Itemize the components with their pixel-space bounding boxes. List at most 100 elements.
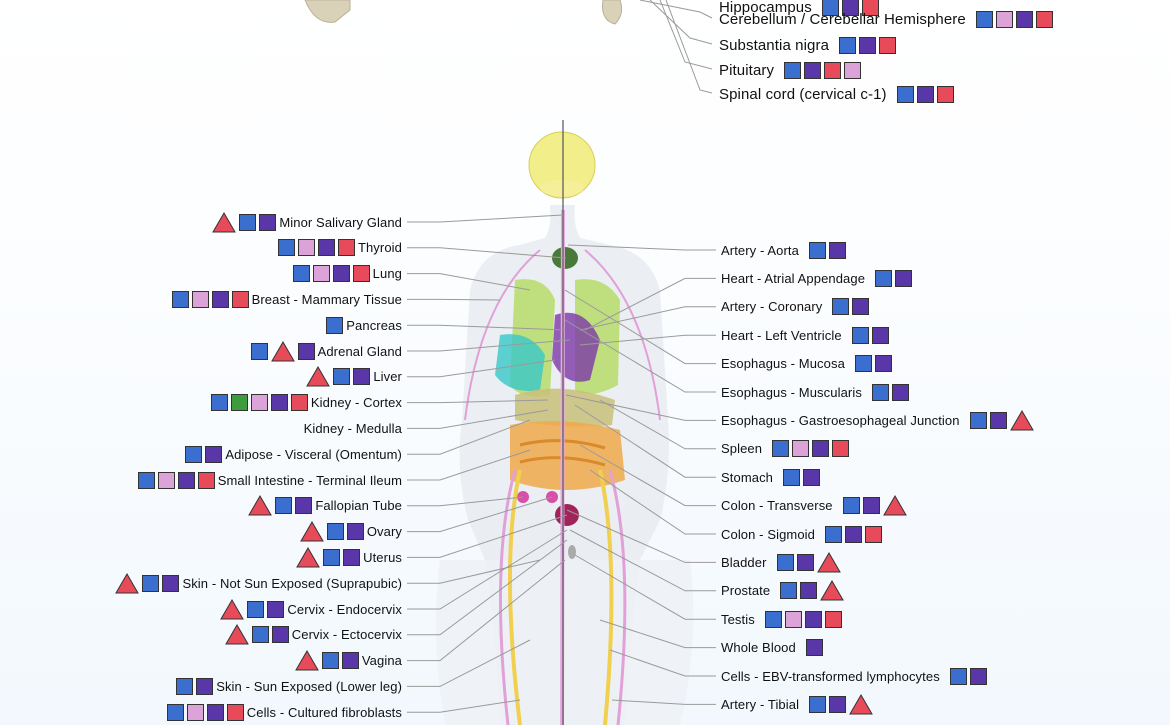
purple-square-icon [803, 468, 821, 486]
top-connector-lines [639, 0, 713, 94]
red-square-icon [879, 36, 897, 54]
purple-square-icon [891, 383, 909, 401]
red-square-icon [861, 0, 879, 16]
pink-square-icon [157, 471, 175, 489]
red-square-icon [337, 239, 355, 257]
purple-square-icon [829, 695, 847, 713]
tissue-markers [839, 36, 897, 54]
tissue-row-pituitary: Pituitary [719, 59, 862, 81]
tissue-row-esophagus-gastroesophageal-junction: Esophagus - Gastroesophageal Junction [721, 409, 1034, 431]
red-square-icon [865, 525, 882, 543]
tissue-markers [949, 667, 987, 685]
tissue-row-cervix-endocervix: Cervix - Endocervix [220, 598, 402, 619]
tissue-markers [115, 572, 180, 594]
blue-square-icon [239, 213, 257, 231]
blue-square-icon [776, 553, 794, 571]
blue-square-icon [783, 468, 801, 486]
tissue-label: Minor Salivary Gland [279, 214, 402, 230]
purple-square-icon [841, 0, 859, 16]
tissue-row-artery-tibial: Artery - Tibial [721, 693, 873, 715]
tissue-row-colon-sigmoid: Colon - Sigmoid [721, 524, 882, 544]
tissue-label: Stomach [721, 469, 774, 485]
blue-square-icon [247, 600, 265, 618]
blue-square-icon [949, 667, 967, 685]
blue-square-icon [809, 695, 827, 713]
pink-square-icon [186, 703, 204, 721]
tissue-row-hippocampus: Hippocampus [719, 0, 879, 18]
blue-square-icon [780, 582, 798, 600]
tissue-row-lung: Lung [292, 264, 402, 284]
blue-square-icon [832, 298, 850, 316]
triangle-marker-icon [296, 546, 320, 568]
tissue-markers [896, 85, 954, 103]
red-square-icon [352, 265, 370, 283]
tissue-row-breast-mammary-tissue: Breast - Mammary Tissue [171, 289, 402, 309]
tissue-label: Skin - Sun Exposed (Lower leg) [216, 678, 402, 694]
tissue-row-liver: Liver [306, 366, 402, 387]
tissue-markers [842, 495, 907, 516]
tissue-markers [784, 61, 862, 79]
blue-square-icon [321, 652, 339, 670]
blue-square-icon [854, 355, 872, 373]
red-square-icon [832, 440, 850, 458]
tissue-label: Liver [373, 369, 402, 385]
tissue-label: Esophagus - Gastroesophageal Junction [721, 412, 960, 428]
tissue-row-vagina: Vagina [295, 650, 402, 671]
purple-square-icon [211, 290, 229, 308]
red-square-icon [290, 394, 308, 412]
tissue-row-skin-not-sun-exposed-suprapubic: Skin - Not Sun Exposed (Suprapubic) [115, 572, 402, 594]
tissue-label: Pituitary [719, 61, 775, 79]
pink-square-icon [995, 10, 1013, 28]
blue-square-icon [871, 383, 889, 401]
tissue-markers [854, 355, 892, 373]
tissue-label: Cervix - Endocervix [287, 601, 402, 617]
tissue-label: Whole Blood [721, 640, 796, 656]
tissue-label: Ovary [366, 524, 402, 540]
tissue-markers [975, 10, 1053, 28]
triangle-marker-icon [1009, 409, 1034, 431]
tissue-markers [137, 471, 215, 489]
purple-square-icon [177, 471, 195, 489]
tissue-row-testis: Testis [721, 609, 842, 629]
pink-square-icon [844, 61, 862, 79]
tissue-row-pancreas: Pancreas [326, 315, 402, 335]
tissue-label: Substantia nigra [719, 36, 830, 54]
tissue-row-adipose-visceral-omentum: Adipose - Visceral (Omentum) [185, 444, 402, 464]
triangle-marker-icon [115, 572, 140, 594]
purple-square-icon [989, 411, 1007, 429]
blue-square-icon [251, 626, 269, 644]
blue-square-icon [210, 394, 228, 412]
blue-square-icon [142, 574, 160, 592]
tissue-row-stomach: Stomach [721, 467, 821, 487]
tissue-row-minor-salivary-gland: Minor Salivary Gland [212, 211, 402, 232]
tissue-label: Artery - Aorta [721, 242, 799, 258]
tissue-markers [248, 495, 313, 516]
blue-square-icon [323, 548, 341, 566]
tissue-row-esophagus-muscularis: Esophagus - Muscularis [721, 382, 909, 402]
blue-square-icon [825, 525, 842, 543]
tissue-row-thyroid: Thyroid [277, 238, 402, 258]
green-square-icon [230, 394, 248, 412]
tissue-row-fallopian-tube: Fallopian Tube [248, 495, 402, 516]
tissue-markers [166, 703, 244, 721]
tissue-label: Thyroid [357, 240, 402, 256]
purple-square-icon [969, 667, 987, 685]
tissue-row-kidney-medulla: Kidney - Medulla [301, 418, 402, 438]
tissue-row-cells-cultured-fibroblasts: Cells - Cultured fibroblasts [166, 702, 402, 722]
red-square-icon [226, 703, 244, 721]
tissue-markers [185, 445, 223, 463]
blue-square-icon [969, 411, 987, 429]
blue-square-icon [292, 265, 310, 283]
blue-square-icon [326, 523, 344, 541]
right-connector-lines [564, 244, 716, 705]
tissue-markers [808, 241, 846, 259]
tissue-label: Uterus [363, 549, 402, 565]
triangle-marker-icon [248, 495, 273, 516]
purple-square-icon [205, 445, 223, 463]
pink-square-icon [297, 239, 315, 257]
blue-square-icon [896, 85, 914, 103]
tissue-label: Artery - Tibial [721, 696, 800, 712]
tissue-markers [772, 440, 850, 458]
tissue-label: Breast - Mammary Tissue [251, 291, 402, 307]
